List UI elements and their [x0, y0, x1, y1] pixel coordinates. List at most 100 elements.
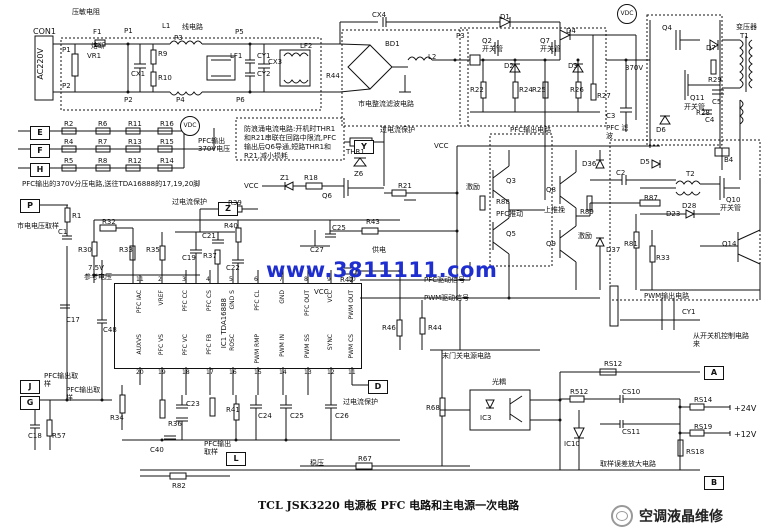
- ic-bottom-pin-number: 16: [229, 369, 237, 376]
- c48-label: C48: [103, 326, 117, 334]
- mains-sample-label: 市电电压取样: [17, 222, 59, 230]
- q8-label: Q8: [546, 186, 556, 194]
- c1-label: C1: [58, 228, 68, 236]
- pfc-filter-label: PFC 滤波: [606, 124, 629, 140]
- r12-label: R12: [128, 157, 142, 165]
- ic-top-pin-name: PFC OUT: [304, 290, 311, 316]
- optocoupler-label: 光耦: [492, 378, 506, 386]
- power-supply-label: 供电: [372, 246, 386, 254]
- ic-bottom-pin-number: 19: [158, 369, 166, 376]
- d1-label: D1: [500, 13, 510, 21]
- p2-top-label: P2: [124, 96, 133, 104]
- pfc-switch-1-label: 开关管: [482, 45, 503, 53]
- pwm-output-label: PWM输出电路: [644, 292, 690, 300]
- ic-bottom-pin-number: 12: [327, 369, 335, 376]
- r4-label: R4: [64, 138, 74, 146]
- rectifier-block-label: 市电整流滤波电路: [358, 100, 414, 108]
- sample-amp-label: 取样误差放大电路: [600, 460, 656, 468]
- r89-label: R89: [580, 208, 594, 216]
- ic-top-pin-number: 2: [158, 276, 162, 283]
- c2-label: C2: [616, 169, 626, 177]
- r32-label: R32: [102, 218, 116, 226]
- r44-label: R44: [428, 324, 442, 332]
- r34-label: R34: [110, 414, 124, 422]
- thr1-label: THR1: [346, 148, 365, 156]
- z1-label: Z1: [280, 174, 290, 182]
- connector-y: Y: [354, 140, 374, 154]
- f7-label: P3: [456, 32, 465, 40]
- pfc-switch-2-label: 开关管: [540, 45, 561, 53]
- p2-label: P2: [62, 82, 71, 90]
- d3-label: D3: [568, 62, 578, 70]
- con1-label: CON1: [33, 27, 56, 36]
- ic3-label: IC3: [480, 414, 492, 422]
- ac220v-label: AC220V: [36, 48, 45, 80]
- d28-label: D28: [682, 202, 697, 210]
- cx1-label: CX1: [131, 70, 146, 78]
- sw-tube-2-label: 开关管: [720, 204, 741, 212]
- p1-label: P1: [62, 46, 71, 54]
- r42-label: R42: [340, 276, 354, 284]
- c22-label: C22: [226, 264, 240, 272]
- ic-bottom-pin-name: PWM IN: [279, 334, 286, 357]
- c18-label: C18: [28, 432, 42, 440]
- pfc-drive-label: PFC推动: [496, 210, 524, 218]
- vdc-node-1: VDC: [180, 116, 200, 136]
- c25b-label: C25: [290, 412, 304, 420]
- r3-label: R5: [64, 157, 74, 165]
- r57-label: R57: [52, 432, 66, 440]
- inductor-label: 线电路: [182, 23, 203, 31]
- r1-label: R1: [72, 212, 82, 220]
- r46-label: R46: [382, 324, 396, 332]
- overcurrent-label: 过电流保护: [172, 198, 207, 206]
- ic-bottom-pin-number: 17: [206, 369, 214, 376]
- vr1-label: VR1: [87, 52, 102, 60]
- r15-label: R15: [160, 138, 174, 146]
- r24-label: R24: [519, 86, 533, 94]
- ic-bottom-pin-number: 20: [136, 369, 144, 376]
- r9-label: R9: [158, 50, 168, 58]
- v24-label: +24V: [734, 404, 757, 413]
- c21-label: C21: [202, 232, 216, 240]
- overvolt-label: 过电流保护: [380, 126, 415, 134]
- p5-label: P5: [235, 28, 244, 36]
- ic-top-pin-number: 10: [348, 276, 356, 283]
- vdc-node-2: VDC: [617, 4, 637, 24]
- c5-label: C5: [712, 98, 722, 106]
- r40-label: R40: [224, 222, 238, 230]
- wechat-account-name: 空调液晶维修: [639, 509, 723, 525]
- r81-label: R81: [624, 240, 638, 248]
- p1-top-label: P1: [124, 27, 133, 35]
- p6-label: P6: [236, 96, 245, 104]
- vcc-label-1: VCC: [434, 142, 449, 150]
- r68-label: R68: [426, 404, 440, 412]
- v75-label: 7.5V: [88, 264, 104, 272]
- ic-bottom-pin-name: PFC VC: [182, 334, 189, 356]
- rs12-label: RS12: [604, 360, 623, 368]
- c27-label: C27: [310, 246, 324, 254]
- ic-bottom-pin-number: 13: [304, 369, 312, 376]
- p3-label: P3: [174, 34, 183, 42]
- r27-label: R27: [597, 92, 611, 100]
- ic-top-pin-number: 7: [279, 276, 283, 283]
- r44-top-label: R44: [326, 72, 340, 80]
- surge-note: 防浪涌电流电路:开机时THR1和R21串联在回路中限流,PFC输出后Q6导通,短…: [244, 125, 337, 160]
- r28-label: R28: [696, 109, 710, 117]
- regulate-label: 稳压: [310, 459, 324, 467]
- d2-label: D2: [504, 62, 514, 70]
- r29-label: R29: [708, 76, 722, 84]
- p4-label: P4: [176, 96, 185, 104]
- connector-e: E: [30, 126, 50, 140]
- vcc-label-2: VCC: [244, 182, 259, 190]
- divider-note: PFC输出的370V分压电路,送往TDA16888的17,19,20脚: [22, 180, 201, 188]
- upper-drive-label: 上推挽: [544, 206, 565, 214]
- r14-label: R14: [160, 157, 174, 165]
- ic-bottom-pin-number: 14: [279, 369, 287, 376]
- q3-label: Q3: [506, 177, 516, 185]
- cy1-label: CY1: [257, 52, 271, 60]
- ic-bottom-pin-number: 18: [182, 369, 190, 376]
- ic-bottom-pin-number: 11: [348, 369, 356, 376]
- cy2-label: CY2: [257, 70, 271, 78]
- r35-label: R35: [146, 246, 160, 254]
- c25-label: C25: [332, 224, 346, 232]
